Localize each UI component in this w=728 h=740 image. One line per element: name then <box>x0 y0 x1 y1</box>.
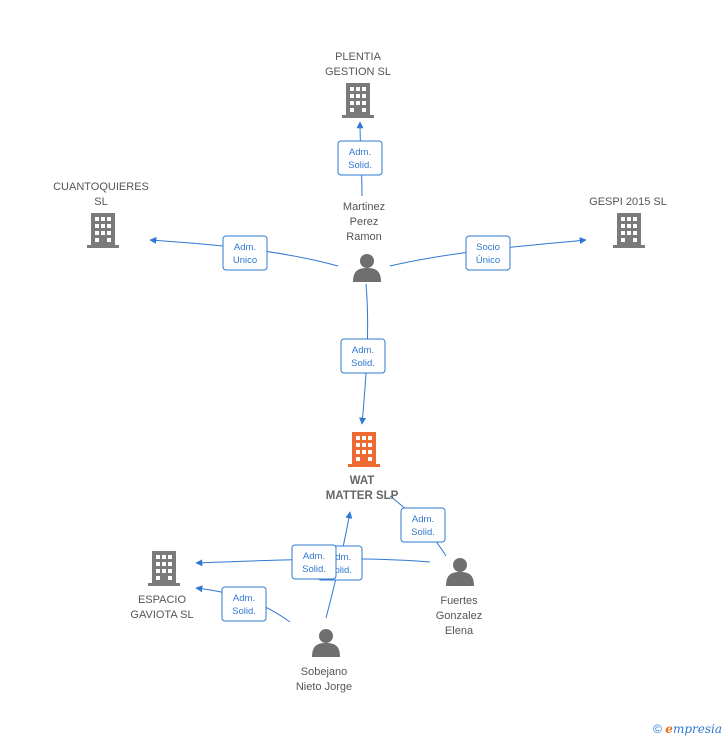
edge-label-line: Solid. <box>351 358 375 369</box>
edge-label-martinez-plentia: Adm. Solid. <box>337 140 383 176</box>
node-label-line: PLENTIA <box>335 51 382 63</box>
node-gespi[interactable]: GESPI 2015 SL <box>589 196 667 248</box>
building-icon <box>87 213 119 248</box>
node-label-line: MATTER SLP <box>326 490 399 502</box>
brand-logo-initial: e <box>665 722 673 736</box>
edge-label-line: Adm. <box>303 551 325 562</box>
person-icon <box>312 629 340 657</box>
edge-label-line: Socio <box>476 242 500 253</box>
edge-label-line: Solid. <box>232 606 256 617</box>
node-label-line: Perez <box>350 216 379 228</box>
building-icon <box>148 551 180 586</box>
edge-label-line: Solid. <box>348 160 372 171</box>
edge-label-line: Único <box>476 255 500 266</box>
copyright-icon: © <box>653 722 662 736</box>
edge-label-line: Unico <box>233 255 257 266</box>
building-icon <box>348 432 380 467</box>
edge-label-line: Adm. <box>349 147 371 158</box>
edge-label-line: Adm. <box>412 514 434 525</box>
node-label-line: GESTION SL <box>325 66 391 78</box>
node-label-line: Fuertes <box>440 595 478 607</box>
node-sobejano[interactable]: Sobejano Nieto Jorge <box>296 629 352 693</box>
node-espacio-gaviota[interactable]: ESPACIO GAVIOTA SL <box>130 551 194 621</box>
building-icon <box>342 83 374 118</box>
node-label-line: Sobejano <box>301 666 348 678</box>
edge-label-line: Adm. <box>234 242 256 253</box>
node-label-line: Gonzalez <box>436 610 482 622</box>
footer-brand[interactable]: © empresia <box>653 722 722 736</box>
edge-label-martinez-wat: Adm. Solid. <box>340 338 386 374</box>
edge-label-line: Adm. <box>329 552 351 563</box>
edge-label-martinez-cuantoquieres: Adm. Unico <box>222 235 268 271</box>
person-icon <box>353 254 381 282</box>
node-label-line: GESPI 2015 SL <box>589 196 667 208</box>
node-label-line: WAT <box>350 475 375 487</box>
node-label-line: ESPACIO <box>138 594 187 606</box>
edge-label-sobejano-espacio: Adm. Solid. <box>221 586 267 622</box>
edge-label-line: Adm. <box>233 593 255 604</box>
person-icon <box>446 558 474 586</box>
node-label-line: Martinez <box>343 201 385 213</box>
brand-logo-text: mpresia <box>672 722 722 736</box>
edge-label-line: Solid. <box>411 527 435 538</box>
building-icon <box>613 213 645 248</box>
edge-label-line: Solid. <box>302 564 326 575</box>
node-label-line: Nieto Jorge <box>296 681 352 693</box>
node-label-line: SL <box>94 196 107 208</box>
edge-label-martinez-gespi: Socio Único <box>465 235 511 271</box>
node-label-line: Ramon <box>346 231 381 243</box>
node-label-line: GAVIOTA SL <box>130 609 193 621</box>
node-wat-matter[interactable]: WAT MATTER SLP <box>326 432 399 502</box>
edge-label-fuertes-wat: Adm. Solid. <box>400 507 446 543</box>
node-cuantoquieres[interactable]: CUANTOQUIERES SL <box>53 181 149 248</box>
node-fuertes[interactable]: Fuertes Gonzalez Elena <box>436 558 482 637</box>
edge-label-line: Solid. <box>328 565 352 576</box>
edge-label-line: Adm. <box>352 345 374 356</box>
edge-label-sobejano-wat: Adm. Solid. <box>291 544 337 580</box>
node-label-line: CUANTOQUIERES <box>53 181 149 193</box>
node-label-line: Elena <box>445 625 474 637</box>
node-plentia[interactable]: PLENTIA GESTION SL <box>325 51 391 118</box>
node-martinez[interactable]: Martinez Perez Ramon <box>343 201 385 282</box>
